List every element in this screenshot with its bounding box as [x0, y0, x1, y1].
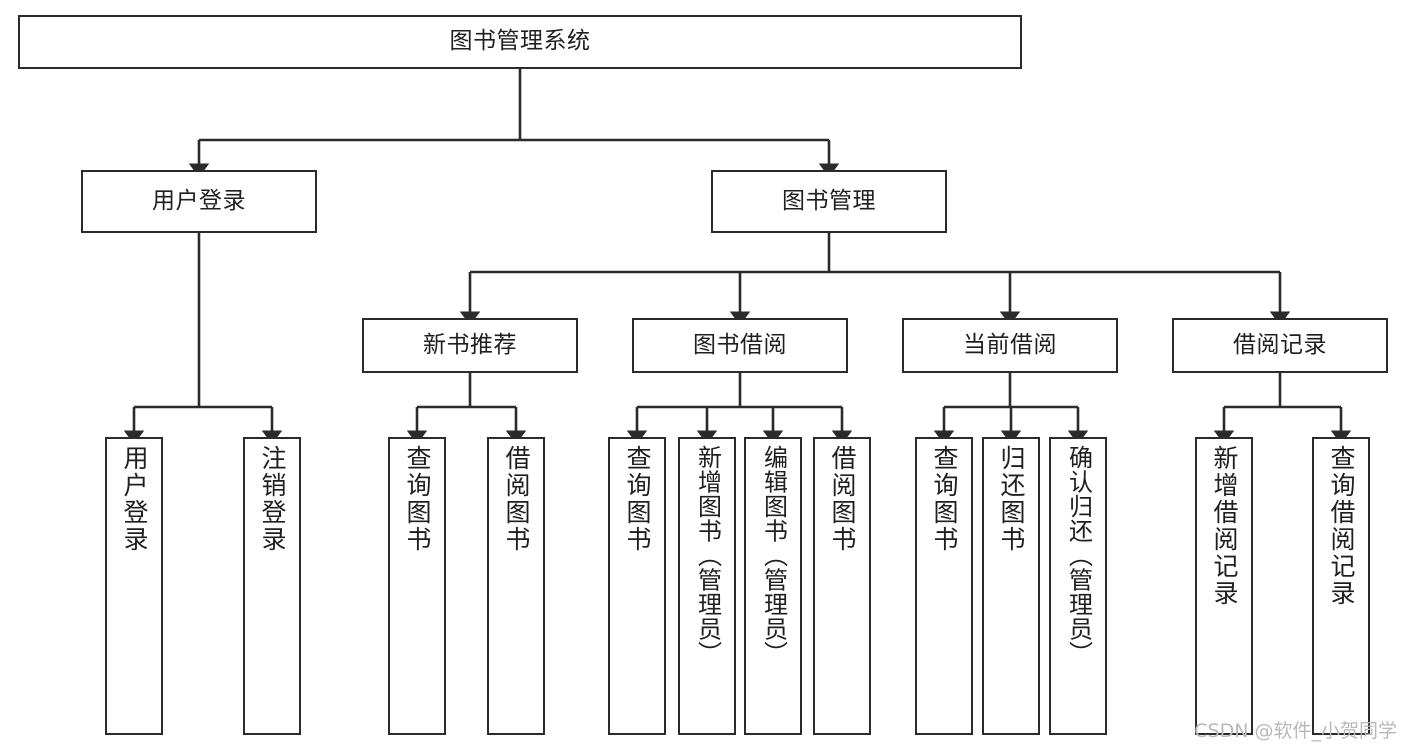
node-box-l3_1[interactable]: 图书借阅: [632, 318, 848, 373]
node-box-leaf_0[interactable]: 用户登录: [105, 437, 163, 735]
node-label-leaf_0: 用户登录: [120, 445, 149, 553]
node-box-leaf_3[interactable]: 借阅图书: [487, 437, 545, 735]
node-label-l2_1: 图书管理: [782, 187, 876, 214]
node-label-l3_2: 当前借阅: [963, 331, 1057, 358]
node-label-leaf_7: 借阅图书: [828, 445, 857, 553]
node-label-leaf_8: 查询图书: [930, 445, 959, 553]
node-label-l3_3: 借阅记录: [1233, 331, 1327, 358]
node-label-root: 图书管理系统: [449, 28, 591, 55]
node-box-leaf_10[interactable]: 确认归还（管理员）: [1049, 437, 1107, 735]
node-box-l3_2[interactable]: 当前借阅: [902, 318, 1118, 373]
node-label-leaf_4: 查询图书: [623, 445, 652, 553]
node-box-leaf_9[interactable]: 归还图书: [982, 437, 1040, 735]
node-label-leaf_1: 注销登录: [258, 445, 287, 553]
node-label-leaf_3: 借阅图书: [502, 445, 531, 553]
node-label-l3_1: 图书借阅: [693, 331, 787, 358]
connector-group: [123, 69, 1352, 445]
node-label-leaf_10: 确认归还（管理员）: [1064, 445, 1093, 666]
node-box-l2_0[interactable]: 用户登录: [81, 170, 317, 233]
node-label-leaf_11: 新增借阅记录: [1210, 445, 1239, 607]
node-box-l3_0[interactable]: 新书推荐: [362, 318, 578, 373]
node-box-l2_1[interactable]: 图书管理: [711, 170, 947, 233]
node-label-l2_0: 用户登录: [152, 187, 246, 214]
node-box-root[interactable]: 图书管理系统: [18, 15, 1022, 69]
node-box-leaf_6[interactable]: 编辑图书（管理员）: [744, 437, 802, 735]
node-label-leaf_5: 新增图书（管理员）: [693, 445, 722, 666]
node-label-leaf_6: 编辑图书（管理员）: [759, 445, 788, 666]
node-box-leaf_8[interactable]: 查询图书: [915, 437, 973, 735]
node-box-leaf_7[interactable]: 借阅图书: [813, 437, 871, 735]
node-label-l3_0: 新书推荐: [423, 331, 517, 358]
node-label-leaf_12: 查询借阅记录: [1327, 445, 1356, 607]
node-box-leaf_5[interactable]: 新增图书（管理员）: [678, 437, 736, 735]
node-box-leaf_4[interactable]: 查询图书: [608, 437, 666, 735]
node-box-leaf_11[interactable]: 新增借阅记录: [1195, 437, 1253, 735]
node-label-leaf_2: 查询图书: [403, 445, 432, 553]
node-box-l3_3[interactable]: 借阅记录: [1172, 318, 1388, 373]
node-box-leaf_1[interactable]: 注销登录: [243, 437, 301, 735]
node-label-leaf_9: 归还图书: [997, 445, 1026, 553]
node-box-leaf_2[interactable]: 查询图书: [388, 437, 446, 735]
node-box-leaf_12[interactable]: 查询借阅记录: [1312, 437, 1370, 735]
